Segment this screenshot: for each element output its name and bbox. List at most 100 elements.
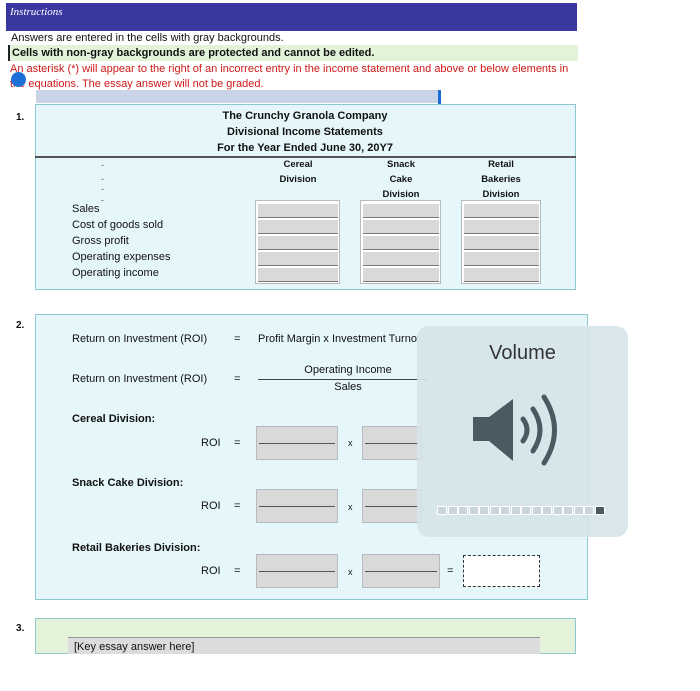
header-divider bbox=[35, 156, 576, 158]
column-header-line: Division bbox=[382, 189, 420, 200]
volume-segment bbox=[552, 506, 563, 515]
retail-bakeries-operating-expenses-input[interactable] bbox=[464, 252, 539, 266]
instruction-protected-cells: Cells with non-gray backgrounds are prot… bbox=[8, 45, 578, 61]
selection-handle-stem bbox=[438, 90, 441, 110]
row-label-operating-income: Operating income bbox=[72, 267, 159, 279]
equals-sign: = bbox=[234, 500, 241, 512]
times-sign: x bbox=[348, 502, 353, 512]
volume-segment bbox=[489, 506, 500, 515]
volume-segment bbox=[531, 506, 542, 515]
snack-cake-gross-profit-input[interactable] bbox=[363, 236, 439, 250]
retail-bakeries-profit-margin-input[interactable] bbox=[256, 554, 338, 588]
row-label-gross-profit: Gross profit bbox=[72, 235, 129, 247]
equals-sign: = bbox=[234, 373, 241, 385]
question-1-number: 1. bbox=[16, 112, 25, 123]
snack-cake-investment-turnover-input[interactable] bbox=[362, 489, 422, 523]
statement-title: Divisional Income Statements bbox=[227, 126, 383, 138]
volume-segment bbox=[447, 506, 458, 515]
volume-segment bbox=[500, 506, 510, 515]
volume-level-bar[interactable] bbox=[437, 506, 611, 515]
cereal-investment-turnover-input[interactable] bbox=[362, 426, 422, 460]
statement-period: For the Year Ended June 30, 20Y7 bbox=[217, 142, 393, 154]
equals-sign: = bbox=[234, 565, 241, 577]
volume-segment bbox=[468, 506, 479, 515]
cereal-entry-column bbox=[255, 200, 340, 284]
row-label-cost-of-goods-sold: Cost of goods sold bbox=[72, 219, 164, 231]
snack-cake-sales-input[interactable] bbox=[363, 204, 439, 218]
equals-sign: = bbox=[234, 333, 241, 345]
equals-sign: = bbox=[234, 437, 241, 449]
row-label-operating-expenses: Operating expenses bbox=[72, 251, 171, 263]
volume-overlay: Volume bbox=[417, 326, 628, 537]
volume-segment bbox=[573, 506, 584, 515]
cereal-operating-expenses-input[interactable] bbox=[258, 252, 338, 266]
volume-segment bbox=[521, 506, 531, 515]
equals-sign: = bbox=[447, 565, 454, 577]
column-header-line: Cereal bbox=[283, 159, 313, 170]
cereal-profit-margin-input[interactable] bbox=[256, 426, 338, 460]
volume-title: Volume bbox=[489, 342, 556, 364]
instructions-header: Instructions bbox=[6, 3, 577, 31]
row-dash: - bbox=[101, 184, 104, 194]
fraction-bar bbox=[258, 379, 428, 380]
snack-cake-entry-column bbox=[360, 200, 441, 284]
column-header-line: Division bbox=[279, 174, 317, 185]
company-name: The Crunchy Granola Company bbox=[222, 110, 388, 122]
column-header-cereal: Cereal Division bbox=[268, 157, 328, 187]
row-label-sales: Sales bbox=[72, 203, 100, 215]
selection-highlight bbox=[36, 90, 440, 103]
roi-label: Return on Investment (ROI) bbox=[72, 373, 208, 385]
volume-segment bbox=[437, 506, 447, 515]
instruction-gray-cells: Answers are entered in the cells with gr… bbox=[11, 32, 284, 44]
retail-bakeries-entry-column bbox=[461, 200, 541, 284]
times-sign: x bbox=[348, 438, 353, 448]
snack-cake-operating-expenses-input[interactable] bbox=[363, 252, 439, 266]
fraction-denominator: Sales bbox=[334, 381, 362, 393]
retail-bakeries-roi-result[interactable] bbox=[463, 555, 540, 587]
cereal-gross-profit-input[interactable] bbox=[258, 236, 338, 250]
retail-bakeries-operating-income-input[interactable] bbox=[464, 268, 539, 282]
retail-bakeries-division-heading: Retail Bakeries Division: bbox=[72, 542, 201, 554]
row-dash: - bbox=[101, 174, 104, 184]
roi-label-short: ROI bbox=[201, 500, 221, 512]
retail-bakeries-gross-profit-input[interactable] bbox=[464, 236, 539, 250]
volume-segment bbox=[542, 506, 552, 515]
cereal-cogs-input[interactable] bbox=[258, 220, 338, 234]
snack-cake-profit-margin-input[interactable] bbox=[256, 489, 338, 523]
retail-bakeries-sales-input[interactable] bbox=[464, 204, 539, 218]
roi-label-short: ROI bbox=[201, 565, 221, 577]
volume-segment bbox=[584, 506, 594, 515]
question-2-number: 2. bbox=[16, 320, 25, 331]
volume-segment bbox=[479, 506, 489, 515]
column-header-snack-cake: Snack Cake Division bbox=[371, 157, 431, 202]
volume-segment bbox=[510, 506, 521, 515]
volume-segment bbox=[594, 506, 605, 515]
fraction-numerator: Operating Income bbox=[304, 364, 392, 376]
cereal-operating-income-input[interactable] bbox=[258, 268, 338, 282]
cereal-division-heading: Cereal Division: bbox=[72, 413, 156, 425]
snack-cake-cogs-input[interactable] bbox=[363, 220, 439, 234]
cereal-sales-input[interactable] bbox=[258, 204, 338, 218]
roi-label-short: ROI bbox=[201, 437, 221, 449]
volume-segment bbox=[563, 506, 573, 515]
instruction-asterisk: An asterisk (*) will appear to the right… bbox=[10, 63, 569, 90]
column-header-line: Cake bbox=[389, 174, 413, 185]
retail-bakeries-investment-turnover-input[interactable] bbox=[362, 554, 440, 588]
column-header-line: Retail bbox=[488, 159, 514, 170]
snack-cake-operating-income-input[interactable] bbox=[363, 268, 439, 282]
column-header-retail-bakeries: Retail Bakeries Division bbox=[471, 157, 531, 202]
row-dash: - bbox=[101, 195, 104, 205]
row-dash: - bbox=[101, 160, 104, 170]
times-sign: x bbox=[348, 567, 353, 577]
retail-bakeries-cogs-input[interactable] bbox=[464, 220, 539, 234]
speaker-icon bbox=[473, 394, 557, 466]
roi-formula: Profit Margin x Investment Turnover bbox=[258, 333, 418, 345]
roi-label: Return on Investment (ROI) bbox=[72, 333, 208, 345]
volume-segment bbox=[458, 506, 468, 515]
instructions-title: Instructions bbox=[10, 6, 63, 18]
essay-answer-field[interactable]: [Key essay answer here] bbox=[68, 637, 540, 654]
column-header-line: Snack bbox=[387, 159, 415, 170]
selection-handle-start[interactable] bbox=[11, 72, 26, 87]
column-header-line: Bakeries bbox=[481, 174, 521, 185]
question-3-number: 3. bbox=[16, 623, 25, 634]
